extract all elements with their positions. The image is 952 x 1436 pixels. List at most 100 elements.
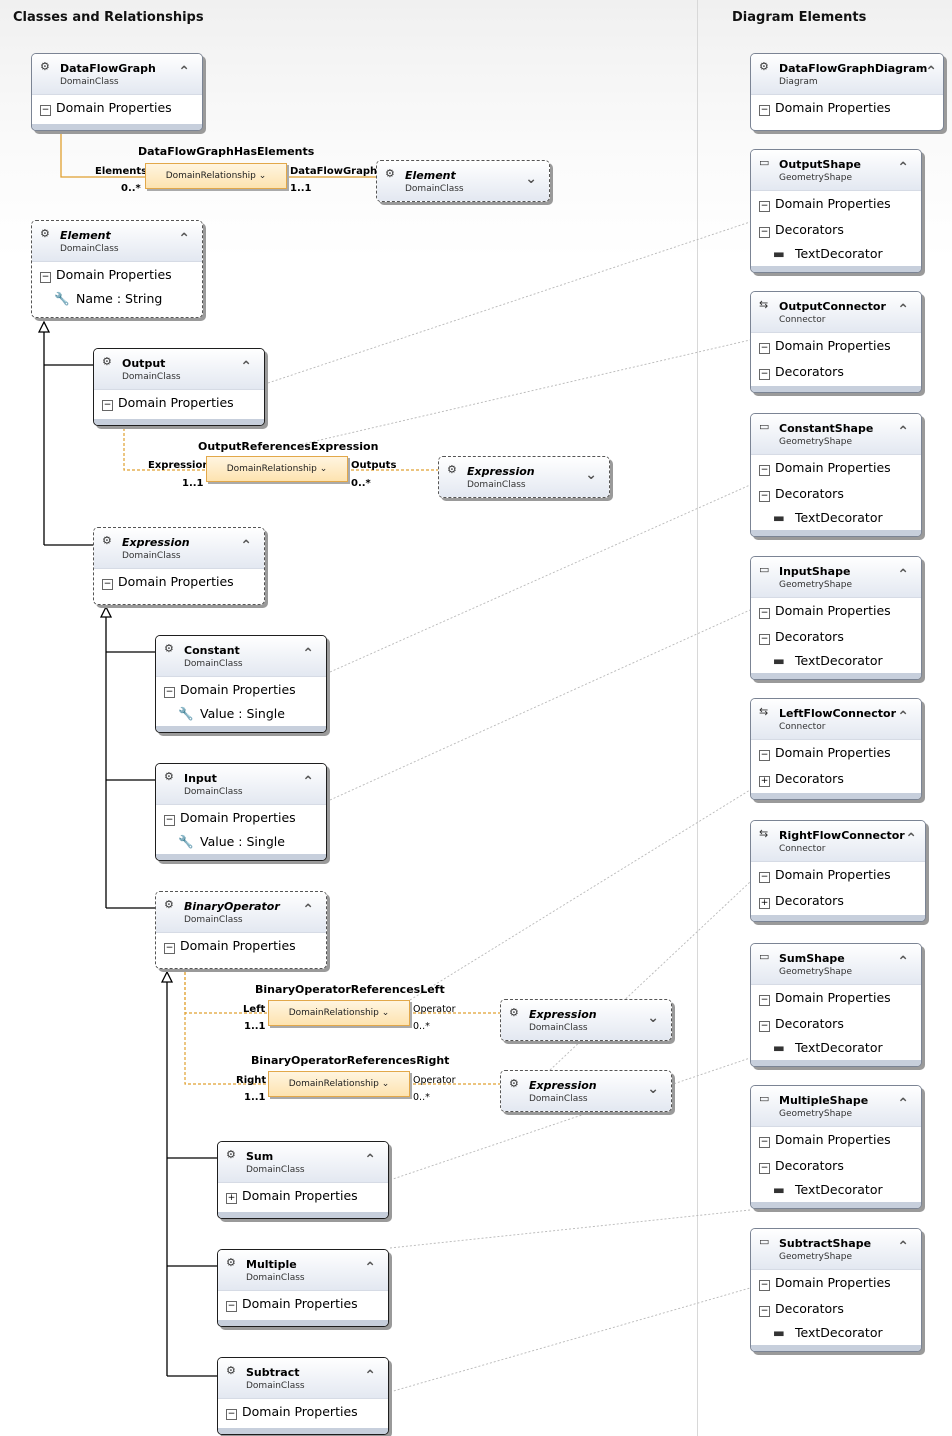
collapse-icon[interactable]: ⌃ [302, 902, 314, 918]
expand-toggle-icon[interactable]: + [759, 898, 770, 909]
expand-icon[interactable]: ⌄ [258, 171, 267, 181]
collapse-toggle-icon[interactable]: − [759, 872, 770, 883]
expand-toggle-icon[interactable]: + [226, 1193, 237, 1204]
collapse-toggle-icon[interactable]: − [759, 750, 770, 761]
expand-icon[interactable]: ⌄ [647, 1081, 659, 1097]
class-ref-element[interactable]: ⚙ Element DomainClass ⌄ [376, 160, 550, 202]
connector-rightflowconnector[interactable]: ⇆ RightFlowConnector Connector ⌃ −Domain… [750, 820, 926, 922]
classes-panel-title: Classes and Relationships [13, 10, 204, 25]
shape-multipleshape[interactable]: ▭ MultipleShape GeometryShape ⌃ −Domain … [750, 1085, 922, 1209]
collapse-toggle-icon[interactable]: − [102, 400, 113, 411]
collapse-icon[interactable]: ⌃ [897, 1239, 909, 1255]
relationship-box[interactable]: DomainRelationship ⌄ [206, 456, 348, 482]
collapse-toggle-icon[interactable]: − [759, 1280, 770, 1291]
collapse-toggle-icon[interactable]: − [759, 634, 770, 645]
expand-icon[interactable]: ⌄ [319, 464, 328, 474]
collapse-icon[interactable]: ⌃ [364, 1260, 376, 1276]
shape-subtractshape[interactable]: ▭ SubtractShape GeometryShape ⌃ −Domain … [750, 1228, 922, 1352]
collapse-toggle-icon[interactable]: − [759, 369, 770, 380]
collapse-icon[interactable]: ⌃ [897, 709, 909, 725]
class-ref-expression[interactable]: ⚙ Expression DomainClass ⌄ [438, 456, 610, 498]
collapse-toggle-icon[interactable]: − [226, 1301, 237, 1312]
diagram-dataflowgraphdiagram[interactable]: ⚙ DataFlowGraphDiagram Diagram ⌃ −Domain… [750, 53, 944, 131]
connector-outputconnector[interactable]: ⇆ OutputConnector Connector ⌃ −Domain Pr… [750, 291, 922, 393]
relationship-box[interactable]: DomainRelationship ⌄ [145, 163, 287, 189]
collapse-icon[interactable]: ⌃ [364, 1152, 376, 1168]
collapse-icon[interactable]: ⌃ [897, 954, 909, 970]
class-ref-expression[interactable]: ⚙ Expression DomainClass ⌄ [500, 1070, 672, 1112]
collapse-icon[interactable]: ⌃ [302, 774, 314, 790]
collapse-icon[interactable]: ⌃ [364, 1368, 376, 1384]
class-subtract[interactable]: ⚙ Subtract DomainClass ⌃ −Domain Propert… [217, 1357, 389, 1435]
collapse-icon[interactable]: ⌃ [897, 1096, 909, 1112]
collapse-toggle-icon[interactable]: − [102, 579, 113, 590]
collapse-icon[interactable]: ⌃ [302, 646, 314, 662]
collapse-toggle-icon[interactable]: − [164, 943, 175, 954]
geometry-shape-icon: ▭ [759, 563, 770, 576]
collapse-icon[interactable]: ⌃ [240, 359, 252, 375]
expand-icon[interactable]: ⌄ [647, 1010, 659, 1026]
reference-line [123, 428, 206, 471]
relationship-title: OutputReferencesExpression [198, 440, 379, 453]
collapse-toggle-icon[interactable]: − [759, 465, 770, 476]
panel-divider[interactable] [697, 0, 698, 1436]
shape-constantshape[interactable]: ▭ ConstantShape GeometryShape ⌃ −Domain … [750, 413, 922, 537]
collapse-icon[interactable]: ⌃ [897, 302, 909, 318]
collapse-toggle-icon[interactable]: − [759, 201, 770, 212]
collapse-toggle-icon[interactable]: − [759, 1306, 770, 1317]
expand-toggle-icon[interactable]: + [759, 776, 770, 787]
collapse-toggle-icon[interactable]: − [226, 1409, 237, 1420]
shape-outputshape[interactable]: ▭ OutputShape GeometryShape ⌃ −Domain Pr… [750, 149, 922, 273]
collapse-toggle-icon[interactable]: − [40, 272, 51, 283]
collapse-icon[interactable]: ⌃ [897, 567, 909, 583]
class-ref-expression[interactable]: ⚙ Expression DomainClass ⌄ [500, 999, 672, 1041]
class-multiple[interactable]: ⚙ Multiple DomainClass ⌃ −Domain Propert… [217, 1249, 389, 1327]
property-value[interactable]: 🔧Value : Single [156, 703, 326, 725]
mapping-line [267, 221, 751, 384]
property-name[interactable]: 🔧Name : String [32, 288, 202, 310]
wrench-icon: 🔧 [54, 291, 70, 306]
collapse-toggle-icon[interactable]: − [759, 995, 770, 1006]
class-dataflowgraph[interactable]: ⚙ DataFlowGraph DomainClass ⌃ −Domain Pr… [31, 53, 203, 131]
collapse-icon[interactable]: ⌃ [925, 64, 937, 80]
collapse-icon[interactable]: ⌃ [178, 64, 190, 80]
collapse-toggle-icon[interactable]: − [164, 687, 175, 698]
class-binaryoperator[interactable]: ⚙ BinaryOperator DomainClass ⌃ −Domain P… [155, 891, 327, 969]
class-constant[interactable]: ⚙ Constant DomainClass ⌃ −Domain Propert… [155, 635, 327, 733]
collapse-toggle-icon[interactable]: − [759, 1021, 770, 1032]
class-element[interactable]: ⚙ Element DomainClass ⌃ −Domain Properti… [31, 220, 203, 318]
class-icon: ⚙ [226, 1148, 236, 1161]
collapse-toggle-icon[interactable]: − [759, 1163, 770, 1174]
class-input[interactable]: ⚙ Input DomainClass ⌃ −Domain Properties… [155, 763, 327, 861]
collapse-icon[interactable]: ⌃ [905, 831, 917, 847]
collapse-toggle-icon[interactable]: − [759, 343, 770, 354]
class-expression[interactable]: ⚙ Expression DomainClass ⌃ −Domain Prope… [93, 527, 265, 605]
shape-sumshape[interactable]: ▭ SumShape GeometryShape ⌃ −Domain Prope… [750, 943, 922, 1067]
collapse-toggle-icon[interactable]: − [759, 1137, 770, 1148]
collapse-icon[interactable]: ⌃ [897, 424, 909, 440]
property-value[interactable]: 🔧Value : Single [156, 831, 326, 853]
collapse-toggle-icon[interactable]: − [759, 227, 770, 238]
collapse-toggle-icon[interactable]: − [164, 815, 175, 826]
relationship-box[interactable]: DomainRelationship ⌄ [268, 1071, 410, 1097]
shape-inputshape[interactable]: ▭ InputShape GeometryShape ⌃ −Domain Pro… [750, 556, 922, 680]
relationship-box[interactable]: DomainRelationship ⌄ [268, 1000, 410, 1026]
reference-line [184, 972, 268, 1085]
compartment-domain-properties[interactable]: −Domain Properties [40, 100, 172, 116]
connector-leftflowconnector[interactable]: ⇆ LeftFlowConnector Connector ⌃ −Domain … [750, 698, 922, 800]
class-name: DataFlowGraph [60, 62, 156, 75]
class-icon: ⚙ [385, 167, 395, 180]
class-output[interactable]: ⚙ Output DomainClass ⌃ −Domain Propertie… [93, 348, 265, 426]
expand-icon[interactable]: ⌄ [585, 467, 597, 483]
class-sum[interactable]: ⚙ Sum DomainClass ⌃ +Domain Properties [217, 1141, 389, 1219]
collapse-toggle-icon[interactable]: − [759, 105, 770, 116]
collapse-icon[interactable]: ⌃ [178, 231, 190, 247]
expand-icon[interactable]: ⌄ [381, 1008, 390, 1018]
collapse-icon[interactable]: ⌃ [897, 160, 909, 176]
collapse-toggle-icon[interactable]: − [40, 105, 51, 116]
collapse-toggle-icon[interactable]: − [759, 491, 770, 502]
expand-icon[interactable]: ⌄ [525, 171, 537, 187]
collapse-toggle-icon[interactable]: − [759, 608, 770, 619]
expand-icon[interactable]: ⌄ [381, 1079, 390, 1089]
collapse-icon[interactable]: ⌃ [240, 538, 252, 554]
